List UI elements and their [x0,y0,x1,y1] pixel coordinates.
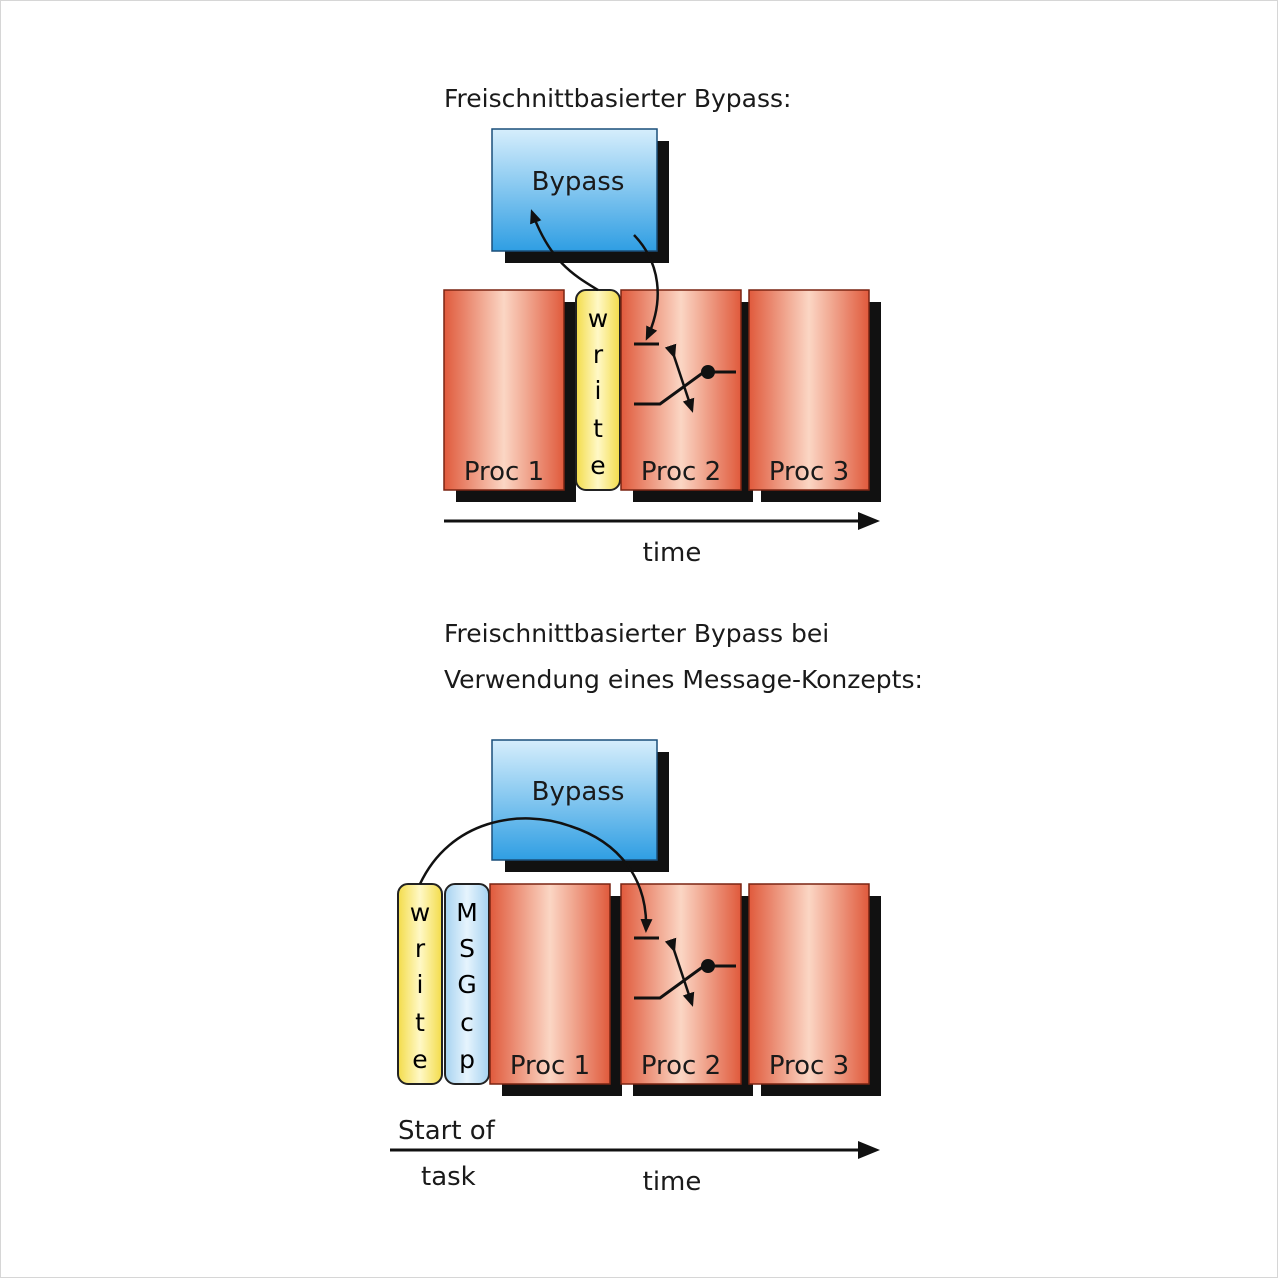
bottom-proc-1-label: Proc 1 [510,1051,590,1081]
bottom-write-letter-4: t [415,1008,425,1037]
bottom-bypass-label: Bypass [532,777,625,807]
top-write-to-bypass-arrow [530,209,599,292]
bottom-start-label-line-1: Start of [398,1116,496,1146]
bottom-msgcp-letter-4: c [460,1008,474,1037]
bottom-start-label-line-2: task [421,1162,476,1192]
top-proc-3-label: Proc 3 [769,457,849,487]
bottom-proc-2: Proc 2 [620,883,753,1096]
bottom-title-line-1: Freischnittbasierter Bypass bei [444,619,829,648]
top-write-letter-1: w [588,304,608,333]
bottom-proc-2-label: Proc 2 [641,1051,721,1081]
top-proc-1-label: Proc 1 [464,457,544,487]
bottom-msgcp-rect [444,883,490,1085]
bottom-write-letter-2: r [415,934,426,963]
top-proc-2: Proc 2 [620,289,753,502]
top-bypass-label: Bypass [532,167,625,197]
bottom-time-label: time [643,1167,702,1197]
top-proc-2-label: Proc 2 [641,457,721,487]
top-write-block: w r i t e [575,289,621,491]
bottom-msgcp-block: M S G c p [444,883,490,1085]
top-title: Freischnittbasierter Bypass: [444,84,791,113]
bottom-write-to-proc2-arrow [418,817,653,933]
bottom-write-letter-1: w [410,898,430,927]
bottom-msgcp-letter-5: p [459,1045,475,1074]
top-proc-1: Proc 1 [443,289,576,502]
top-write-letter-2: r [593,340,604,369]
bottom-proc-1-rect [489,883,611,1085]
bottom-msgcp-letter-3: G [457,970,476,999]
bottom-bypass-box: Bypass [491,739,669,872]
top-proc-1-rect [443,289,565,491]
top-proc-3-rect [748,289,870,491]
top-bypass-to-proc2-arrow [633,234,659,341]
top-time-label: time [643,538,702,568]
bottom-write-letter-5: e [412,1045,427,1074]
top-write-letter-3: i [595,376,602,405]
bottom-title-line-2: Verwendung eines Message-Konzepts: [444,665,923,694]
bottom-write-block: w r i t e [397,883,443,1085]
bottom-proc-3: Proc 3 [748,883,881,1096]
top-bypass-rect [491,128,658,252]
bottom-switch-icon [634,937,736,1007]
bottom-write-letter-3: i [417,970,424,999]
top-write-letter-5: e [590,451,605,480]
bottom-proc-3-rect [748,883,870,1085]
bottom-bypass-rect [491,739,658,861]
top-diagram: Freischnittbasierter Bypass: Bypass Proc… [443,84,881,568]
bottom-msgcp-letter-2: S [459,934,475,963]
bottom-diagram: Freischnittbasierter Bypass bei Verwendu… [390,619,923,1197]
bottom-proc-3-label: Proc 3 [769,1051,849,1081]
top-switch-icon [634,343,736,413]
top-bypass-box: Bypass [491,128,669,263]
bottom-msgcp-letter-1: M [456,898,478,927]
top-write-letter-4: t [593,414,603,443]
bottom-proc-1: Proc 1 [489,883,622,1096]
top-proc-3: Proc 3 [748,289,881,502]
